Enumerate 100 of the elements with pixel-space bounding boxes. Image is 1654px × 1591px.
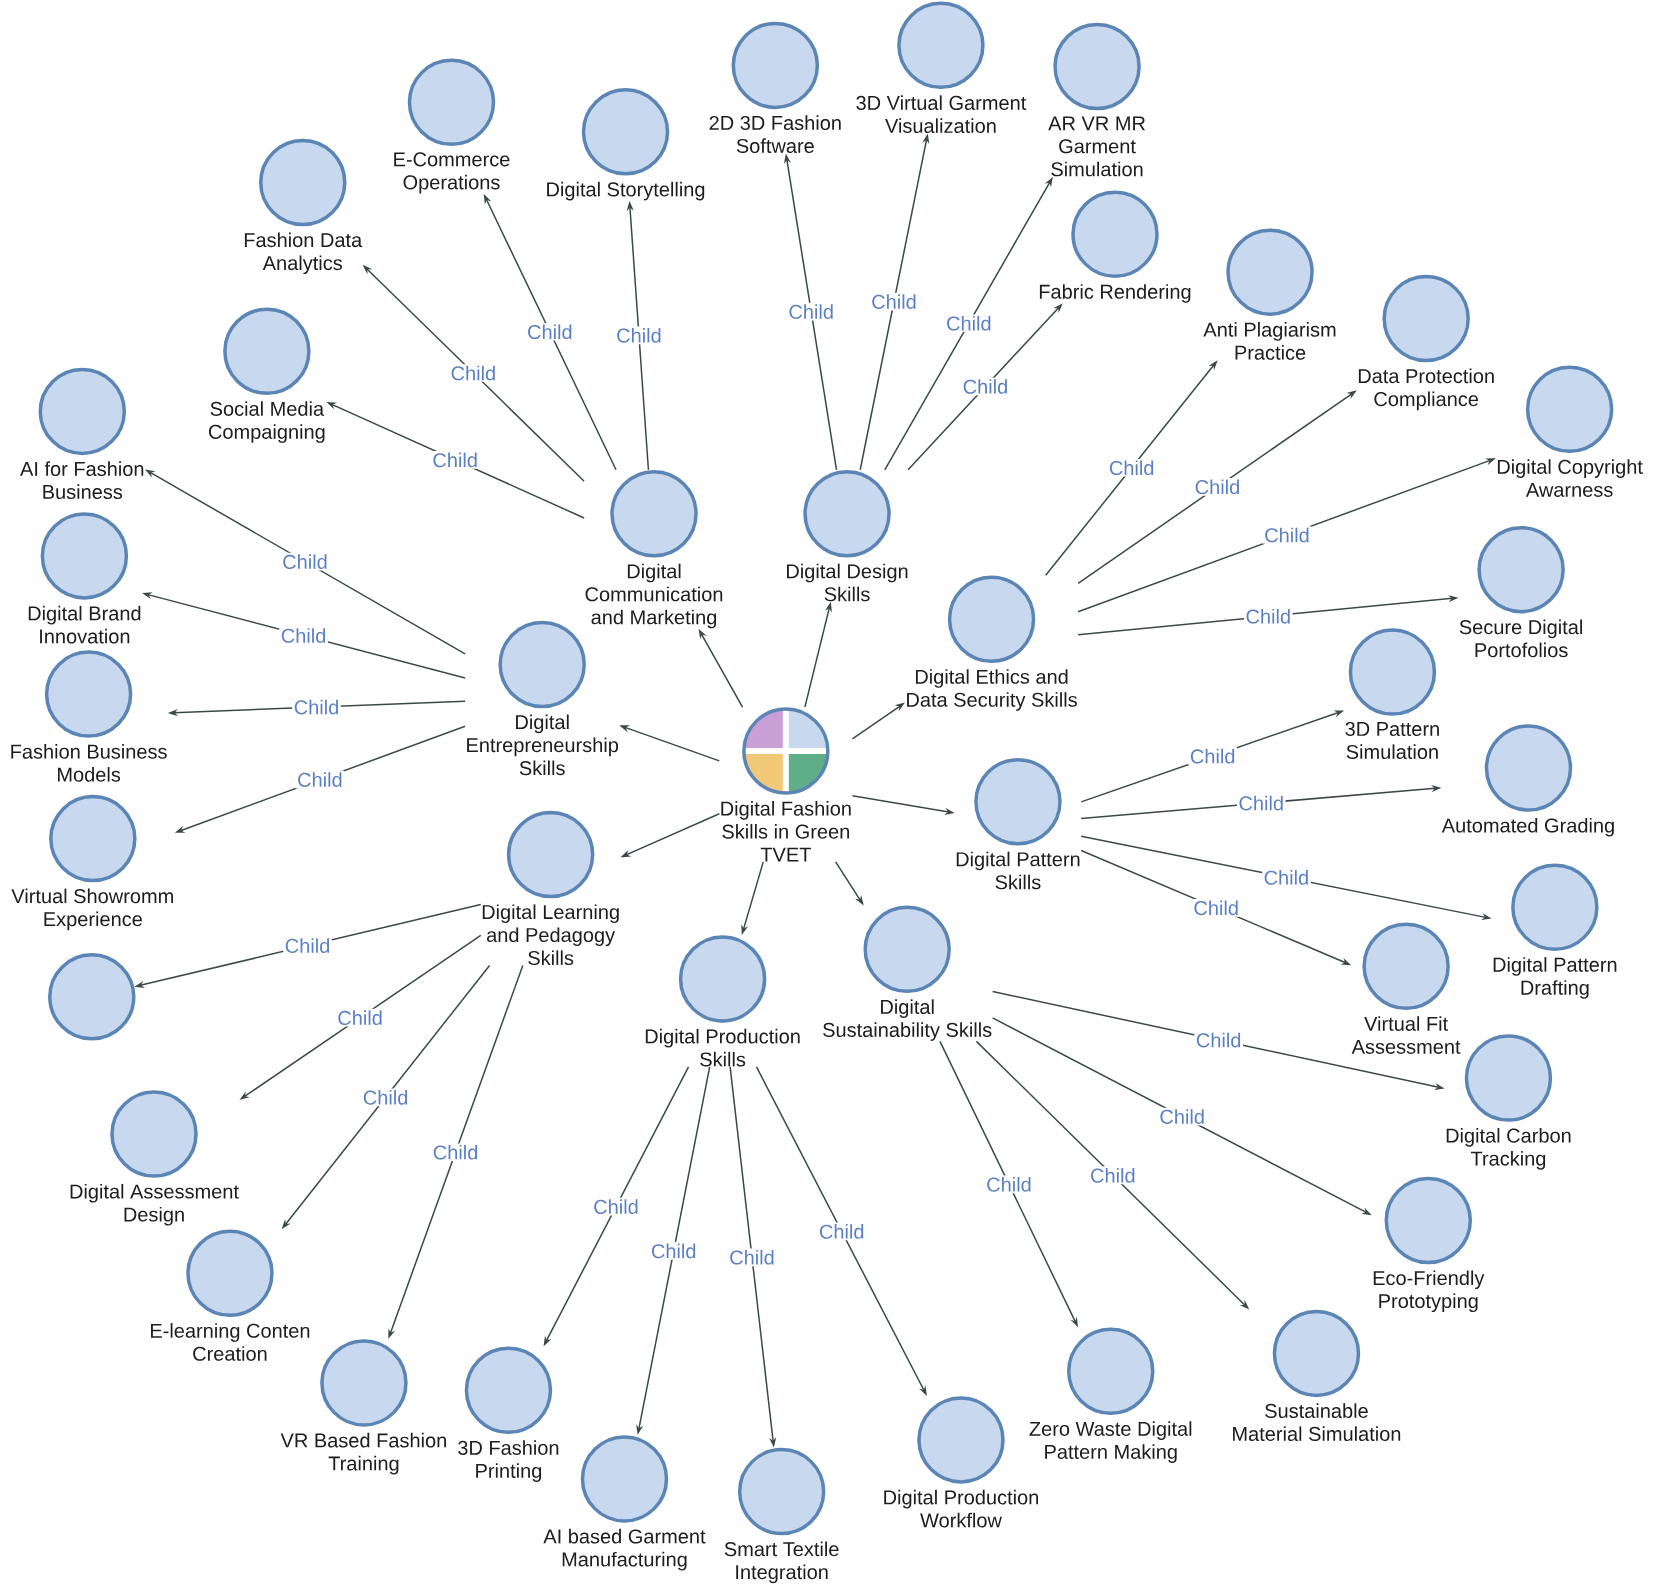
topic-node: Fashion Data Analytics	[244, 138, 363, 275]
node-label: Digital Fashion Skills in Green TVET	[721, 801, 851, 862]
topic-node: Fashion Business Models	[11, 650, 167, 782]
topic-node: Data Protection Compliance	[1358, 274, 1494, 411]
node-label: AR VR MR Garment Simulation	[1048, 116, 1145, 177]
central-node: Digital Fashion Skills in Green TVET	[721, 707, 851, 862]
topic-node: Digital Storytelling	[547, 88, 705, 201]
topic-node: Digital Learning and Pedagogy Skills	[482, 810, 619, 966]
topic-node: Fabric Rendering	[1039, 190, 1191, 303]
node-label: Digital Entrepreneurship Skills	[467, 714, 619, 776]
topic-node: Smart Textile Integration	[724, 1447, 839, 1584]
edge-label: Child	[1244, 607, 1293, 626]
node-label: Zero Waste Digital Pattern Making	[1029, 1421, 1192, 1463]
topic-node: 3D Virtual Garment Visualization	[856, 1, 1027, 133]
node-label: Digital Assessment Design	[70, 1183, 239, 1226]
edge-label: Child	[1088, 1166, 1138, 1185]
edge-label: Child	[295, 770, 345, 789]
topic-node: Digital Ethics and Data Security Skills	[907, 575, 1077, 711]
topic-node: Digital Assessment Design	[70, 1090, 239, 1226]
edge-label: Child	[944, 314, 994, 333]
node-label: Digital Pattern Drafting	[1493, 957, 1617, 999]
edge-label: Child	[961, 377, 1010, 396]
node-label: VR Based Fashion Training	[280, 1432, 446, 1475]
node-label: Smart Textile Integration	[724, 1541, 839, 1584]
node-label: 3D Virtual Garment Visualization	[856, 95, 1027, 133]
node-label: Digital Copyright Awarness	[1497, 459, 1643, 497]
node-label: Virtual Showromm Experience	[11, 888, 173, 931]
edge-label: Child	[1193, 478, 1242, 496]
edge-label: Child	[361, 1088, 410, 1107]
topic-node: Secure Digital Portofolios	[1459, 525, 1582, 658]
node-label: Social Media Compaigning	[208, 401, 325, 443]
edge-label: Child	[817, 1222, 866, 1241]
edge-label: Child	[591, 1197, 641, 1216]
node-label: Sustainable Material Simulation	[1233, 1403, 1401, 1442]
edge-label: Child	[614, 326, 664, 345]
edge-label: Child	[1262, 868, 1311, 887]
edge-label: Child	[1157, 1107, 1207, 1126]
topic-node: Digital Pattern Drafting	[1493, 863, 1617, 999]
topic-node: Digital Pattern Skills	[956, 757, 1080, 890]
edge-label: Child	[1188, 747, 1237, 765]
node-label: Digital Sustainability Skills	[823, 999, 992, 1041]
topic-node: AR VR MR Garment Simulation	[1048, 22, 1145, 177]
node-label: Automated Grading	[1441, 817, 1614, 837]
topic-node: AI for Fashion Business	[20, 367, 144, 500]
topic-node: Digital Communication and Marketing	[585, 469, 723, 629]
topic-node: Virtual Showromm Experience	[11, 794, 173, 931]
edge-label: Child	[1107, 458, 1156, 477]
node-label: Digital Storytelling	[547, 181, 705, 201]
edge-label: Child	[525, 322, 575, 341]
edge-label: Child	[1262, 526, 1312, 544]
node-label: Data Protection Compliance	[1358, 368, 1494, 411]
node-label: E-Commerce Operations	[394, 152, 510, 194]
edge-label: Child	[786, 302, 836, 321]
topic-node: E-Commerce Operations	[394, 58, 510, 194]
edge-label: Child	[1236, 794, 1286, 812]
edge-label: Child	[1191, 898, 1241, 917]
node-label: 2D 3D Fashion Software	[709, 115, 841, 154]
node-label: Digital Learning and Pedagogy Skills	[482, 904, 619, 966]
node-label: 3D Fashion Printing	[458, 1440, 559, 1482]
edge-label: Child	[431, 1143, 480, 1162]
edge-label: Child	[649, 1242, 698, 1260]
edge-label: Child	[1194, 1031, 1243, 1049]
node-label: Digital Communication and Marketing	[585, 563, 723, 629]
node-label: Virtual Fit Assessment	[1351, 1016, 1461, 1054]
edge-label: Child	[279, 626, 328, 645]
node-label: Digital Carbon Tracking	[1446, 1128, 1571, 1170]
edge-label: Child	[283, 936, 332, 955]
node-label: Digital Pattern Skills	[956, 851, 1080, 890]
edge-label: Child	[292, 698, 341, 716]
node-label: AI for Fashion Business	[20, 461, 144, 500]
node-label: Digital Production Skills	[645, 1028, 800, 1067]
edge-label: Child	[984, 1175, 1034, 1194]
node-label: Digital Design Skills	[787, 563, 908, 602]
topic-node: 2D 3D Fashion Software	[709, 21, 841, 154]
edge-label: Child	[869, 292, 919, 311]
circle-node	[48, 953, 136, 1041]
topic-node: 3D Fashion Printing	[458, 1346, 559, 1482]
topic-node: Digital Brand Innovation	[28, 512, 141, 644]
node-label: Digital Production Workflow	[884, 1489, 1039, 1528]
topic-node: Automated Grading	[1441, 724, 1614, 837]
node-label: Digital Ethics and Data Security Skills	[907, 669, 1077, 711]
topic-node: Virtual Fit Assessment	[1351, 922, 1461, 1054]
edge-label: Child	[335, 1008, 385, 1027]
edge-label: Child	[727, 1248, 777, 1267]
node-label: AI based Garment Manufacturing	[543, 1528, 706, 1571]
edge-label: Child	[449, 364, 498, 382]
topic-node: Social Media Compaigning	[209, 307, 325, 443]
topic-node: 3D Pattern Simulation	[1345, 628, 1439, 760]
topic-node: Digital Design Skills	[787, 469, 908, 602]
node-label: Fabric Rendering	[1039, 284, 1191, 303]
node-label: Anti Plagiarism Practice	[1203, 322, 1336, 360]
topic-node: Anti Plagiarism Practice	[1203, 228, 1336, 360]
topic-node: Digital Copyright Awarness	[1497, 365, 1643, 497]
node-label: Secure Digital Portofolios	[1459, 619, 1582, 658]
topic-node: Digital Production Skills	[645, 935, 800, 1067]
edge-label: Child	[280, 552, 330, 571]
node-label: Fashion Data Analytics	[244, 232, 363, 275]
node-label: Fashion Business Models	[11, 744, 167, 782]
topic-node: Zero Waste Digital Pattern Making	[1029, 1327, 1192, 1463]
topic-node: Digital Sustainability Skills	[823, 905, 992, 1041]
